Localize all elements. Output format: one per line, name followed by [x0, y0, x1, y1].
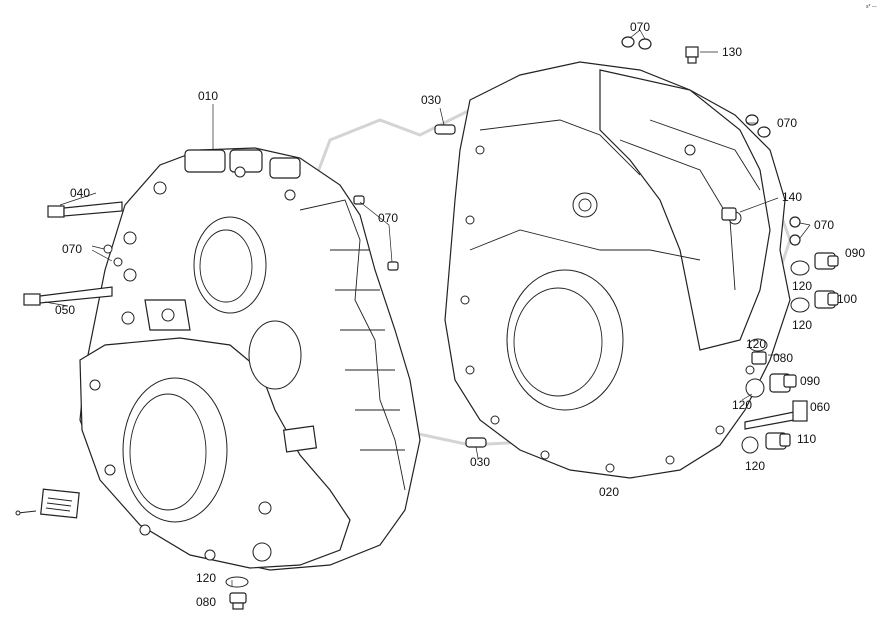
pin-070-top-b — [638, 38, 652, 50]
dowel-030-bottom — [465, 437, 487, 448]
dowel-030-top — [434, 124, 456, 135]
label-030-top: 030 — [421, 93, 441, 107]
label-050: 050 — [55, 303, 75, 317]
label-120-a: 120 — [792, 279, 812, 293]
label-120-d: 120 — [732, 398, 752, 412]
label-120-e: 120 — [745, 459, 765, 473]
plug-130 — [685, 46, 699, 64]
pin-070-right-top-b — [757, 126, 771, 138]
bolt-040 — [47, 201, 123, 218]
label-120-b: 120 — [792, 318, 812, 332]
washer-120-a — [790, 260, 810, 276]
corner-mark: s* --- — [866, 4, 877, 10]
label-110: 110 — [797, 432, 816, 446]
name-plate — [15, 488, 80, 519]
label-120-bottom: 120 — [196, 571, 216, 585]
ring-070-left-a — [103, 244, 113, 254]
washer-120-bottom — [225, 576, 249, 588]
plug-090-mid — [769, 373, 797, 393]
label-120-c: 120 — [746, 337, 766, 351]
housing-020 — [444, 61, 791, 479]
label-060: 060 — [810, 400, 830, 414]
dowel-070-mid-b — [387, 261, 399, 271]
plug-140 — [721, 207, 737, 221]
washer-120-b — [790, 297, 810, 313]
ring-070-left-b — [113, 257, 123, 267]
plug-110 — [765, 432, 791, 450]
label-070-left-mid: 070 — [378, 211, 398, 225]
label-130: 130 — [722, 45, 742, 59]
washer-120-d — [745, 378, 765, 398]
label-100: 100 — [837, 292, 857, 306]
bolt-050 — [23, 286, 113, 306]
plug-080-right — [751, 351, 767, 365]
label-010: 010 — [198, 89, 218, 103]
label-080-right: 080 — [773, 351, 793, 365]
label-140: 140 — [782, 190, 802, 204]
label-080-bottom: 080 — [196, 595, 216, 609]
pin-070-right-a — [789, 216, 801, 228]
label-090-mid: 090 — [800, 374, 820, 388]
label-020: 020 — [599, 485, 619, 499]
pin-070-right-b — [789, 234, 801, 246]
leader-lines — [44, 29, 811, 586]
pin-070-top-a — [621, 36, 635, 48]
dowel-070-mid-a — [353, 195, 365, 205]
plug-100 — [814, 290, 839, 309]
label-070-top: 070 — [630, 20, 650, 34]
label-070-right: 070 — [814, 218, 834, 232]
bolt-060 — [744, 400, 808, 430]
housing-010 — [79, 147, 421, 571]
plug-090-top — [814, 252, 839, 270]
pin-070-right-top — [745, 114, 759, 126]
washer-120-c — [748, 338, 768, 352]
label-030-bottom: 030 — [470, 455, 490, 469]
label-070-right-top: 070 — [777, 116, 797, 130]
label-040: 040 — [70, 186, 90, 200]
label-070-left: 070 — [62, 242, 82, 256]
label-090-top: 090 — [845, 246, 865, 260]
part-labels: 010 040 070 050 070 030 030 020 070 130 … — [55, 20, 865, 609]
washer-120-e — [741, 436, 759, 454]
plug-080-bottom — [229, 592, 247, 610]
